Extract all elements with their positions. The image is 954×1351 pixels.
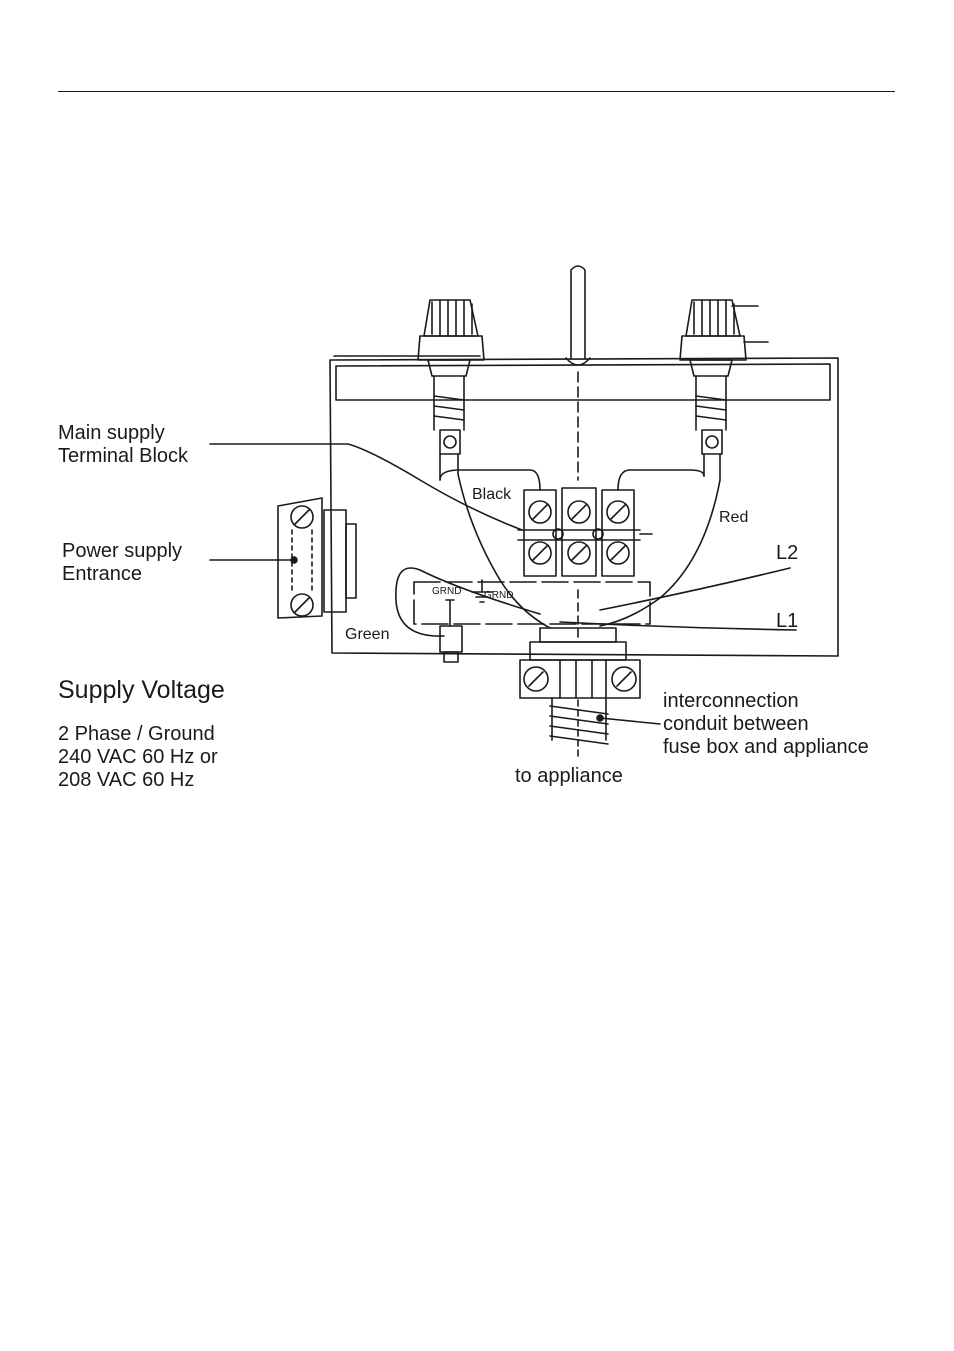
to-appliance-label: to appliance	[515, 765, 623, 788]
green-wire-label: Green	[345, 626, 389, 644]
terminal-block	[518, 488, 652, 576]
right-fuse	[680, 300, 768, 480]
supply-voltage-details: 2 Phase / Ground 240 VAC 60 Hz or 208 VA…	[58, 723, 218, 792]
wire-right-fuse	[618, 470, 704, 490]
red-wire-label: Red	[719, 509, 748, 527]
l1-label: L1	[776, 610, 798, 633]
main-supply-label: Main supply Terminal Block	[58, 422, 188, 468]
center-rod	[571, 266, 585, 358]
l2-label: L2	[776, 542, 798, 565]
fuse-box-lid-edge	[336, 364, 830, 400]
supply-voltage-heading: Supply Voltage	[58, 676, 225, 704]
grnd-label-1: GRND	[432, 586, 461, 597]
left-fuse	[418, 300, 484, 480]
power-entrance-clamp	[278, 498, 356, 618]
black-wire-label: Black	[472, 486, 511, 504]
wire-green	[396, 568, 540, 636]
grnd-label-2: GRND	[484, 590, 513, 601]
conduit-fitting	[520, 628, 640, 760]
wire-l2	[600, 568, 790, 610]
interconnection-label: interconnection conduit between fuse box…	[663, 690, 869, 759]
leader-interconnection	[600, 718, 660, 724]
power-supply-label: Power supply Entrance	[62, 540, 182, 586]
